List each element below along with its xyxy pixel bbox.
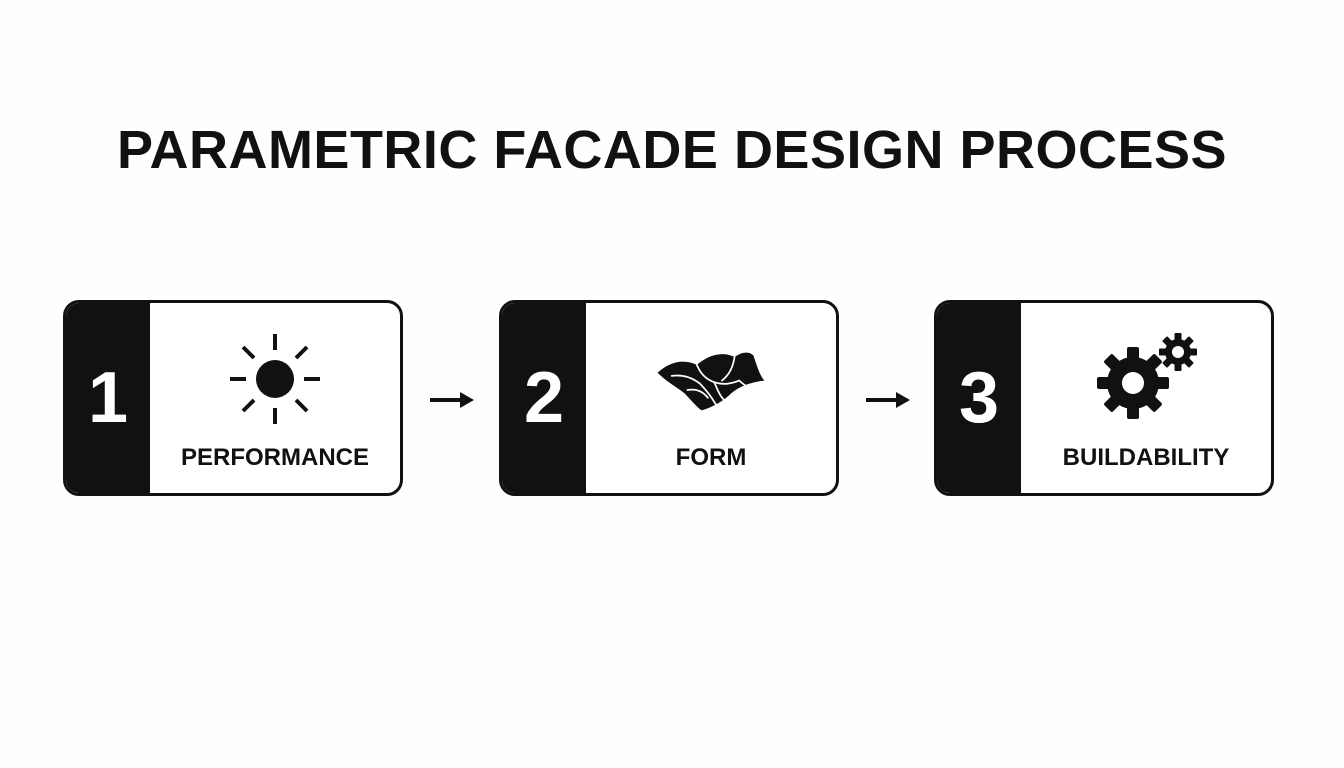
step-card-buildability: 3	[934, 300, 1274, 496]
step-label: BUILDABILITY	[1062, 444, 1230, 471]
step-number: 2	[523, 358, 565, 438]
step-card-form: 2 FORM	[499, 300, 839, 496]
step-number: 3	[958, 358, 1000, 438]
step-label: PERFORMANCE	[180, 444, 369, 471]
arrow-right-icon	[864, 388, 912, 412]
gears-icon	[1091, 331, 1201, 427]
sun-icon	[220, 331, 330, 427]
page-title: PARAMETRIC FACADE DESIGN PROCESS	[116, 120, 1228, 180]
step-number-band: 2	[502, 303, 586, 493]
arrow-right-icon	[428, 388, 476, 412]
step-content: PERFORMANCE	[150, 303, 400, 493]
step-number: 1	[87, 358, 129, 438]
wavy-surface-icon	[656, 331, 766, 427]
step-number-band: 3	[937, 303, 1021, 493]
step-number-band: 1	[66, 303, 150, 493]
step-content: BUILDABILITY	[1021, 303, 1271, 493]
step-label: FORM	[675, 444, 747, 471]
step-card-performance: 1 PERFORMANCE	[63, 300, 403, 496]
step-content: FORM	[586, 303, 836, 493]
